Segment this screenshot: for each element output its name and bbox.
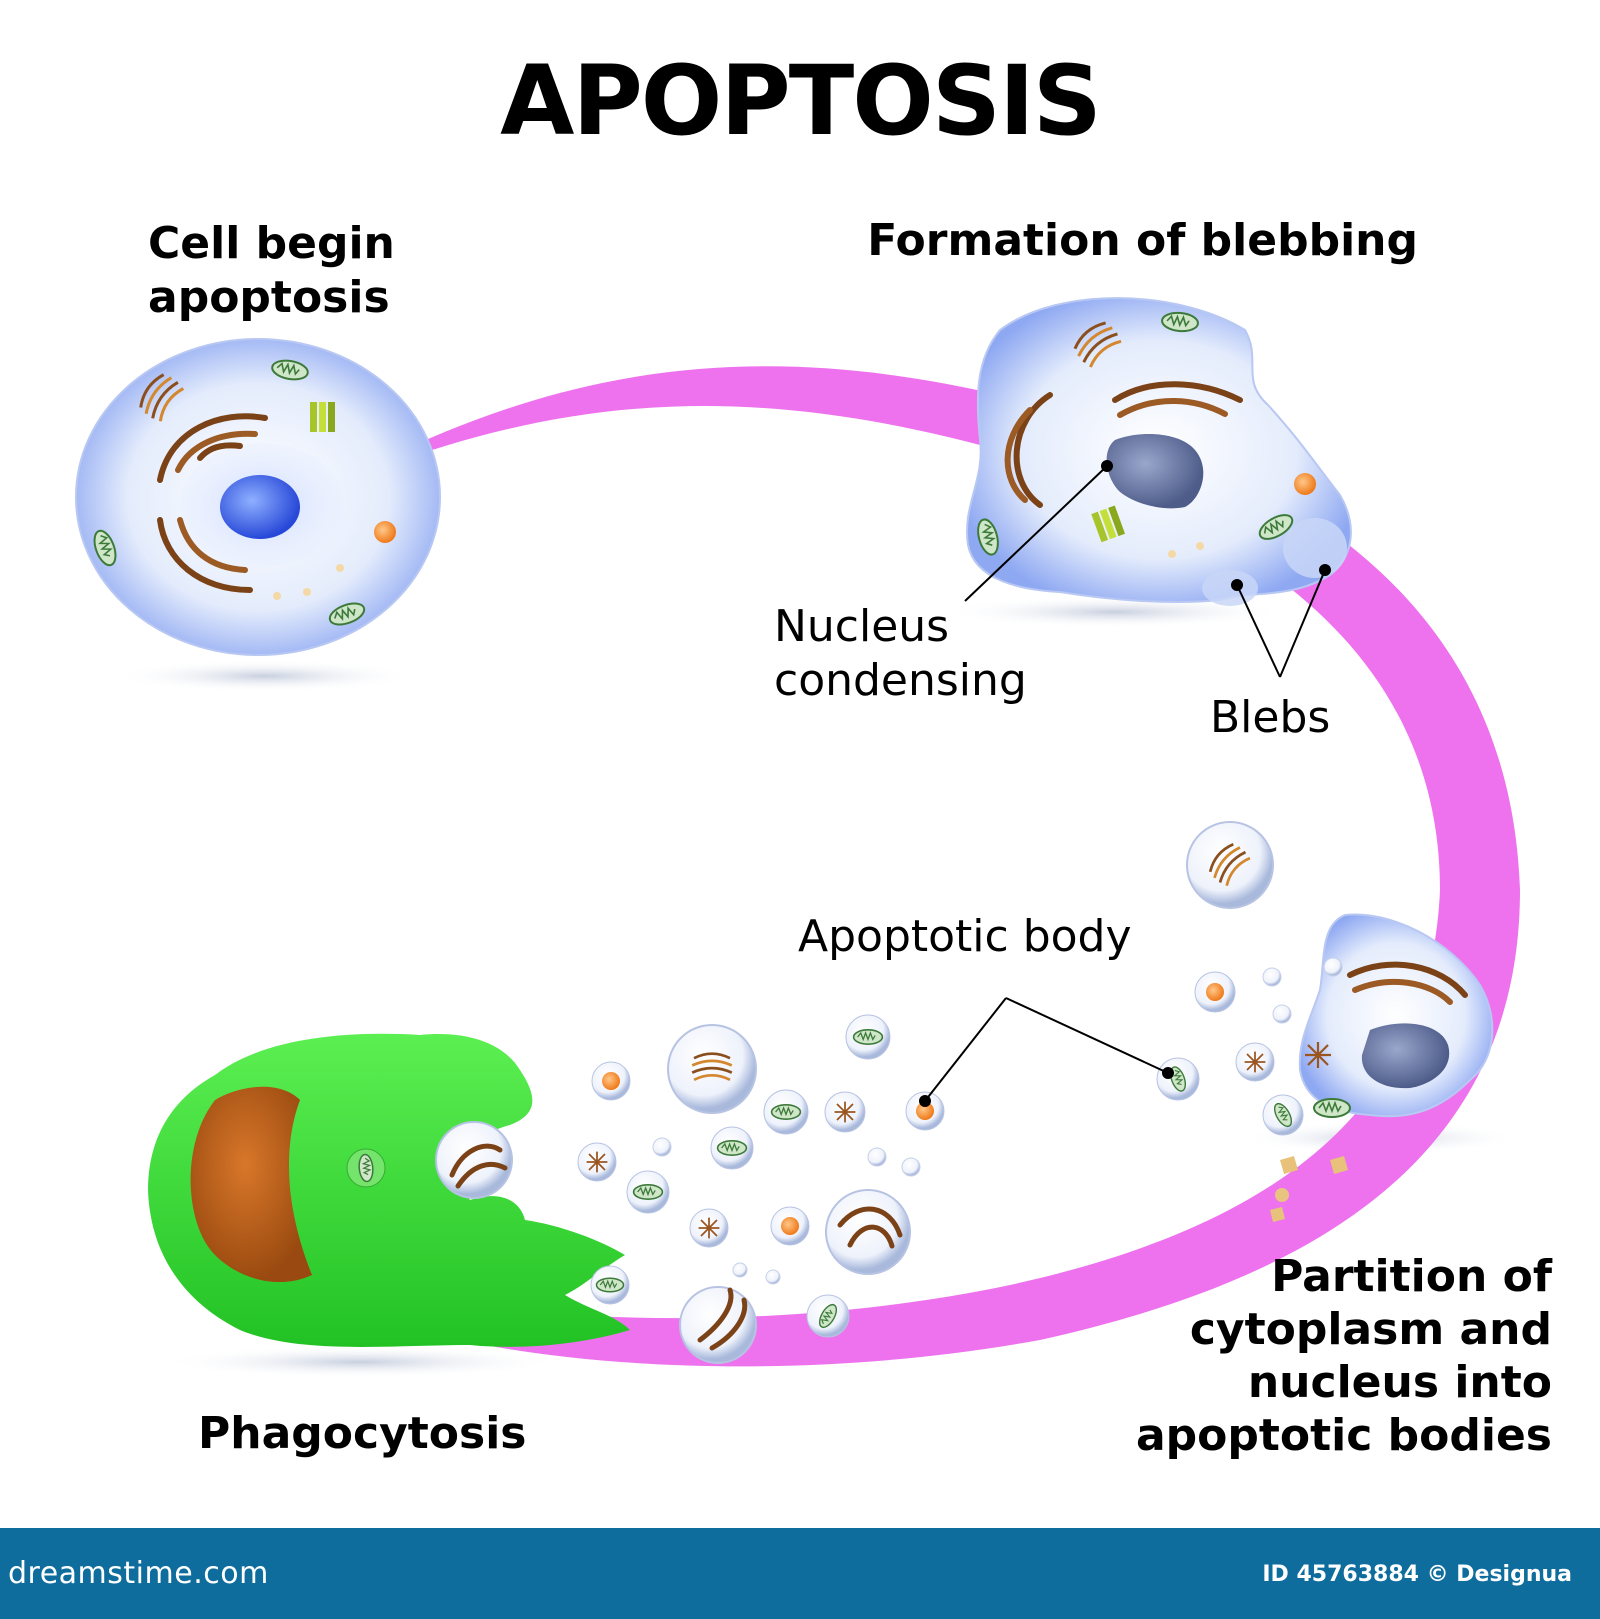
- label-nucleus-condensing: condensing: [774, 655, 1027, 706]
- phagocyte: [148, 1033, 630, 1347]
- apoptotic-body: [845, 1014, 891, 1060]
- stage-label-phagocytosis: Phagocytosis: [198, 1408, 526, 1459]
- footer-logo[interactable]: dreamstime.com: [8, 1556, 269, 1591]
- apoptotic-body: [710, 1126, 754, 1170]
- phagocyte-nucleus: [190, 1086, 312, 1283]
- apoptotic-bodies: [577, 821, 1348, 1364]
- apoptotic-body: [770, 1206, 810, 1246]
- apoptotic-body: [825, 1189, 911, 1275]
- footer-image-id: ID 45763884 © Designua: [1262, 1562, 1572, 1587]
- apoptotic-body: [591, 1061, 631, 1101]
- bleb: [1202, 570, 1258, 606]
- condensed-nucleus: [1106, 434, 1204, 509]
- apoptotic-body: [1262, 1094, 1304, 1136]
- bleb: [1283, 518, 1347, 578]
- label-apoptotic-body: Apoptotic body: [798, 911, 1132, 962]
- stage-label-partition: nucleus into: [1248, 1357, 1552, 1408]
- stage-label-begin: Cell begin: [148, 218, 395, 269]
- apoptotic-body: [626, 1170, 670, 1214]
- stage-label-partition: cytoplasm and: [1190, 1304, 1552, 1355]
- stage-label-partition: apoptotic bodies: [1136, 1410, 1552, 1461]
- apoptotic-body: [577, 1142, 617, 1182]
- engulfed-mitochondrion: [346, 1148, 386, 1188]
- apoptotic-body: [1235, 1042, 1275, 1082]
- apoptotic-body: [667, 1024, 757, 1114]
- healthy-cell: [75, 338, 441, 656]
- apoptotic-body: [1194, 971, 1236, 1013]
- nucleus: [220, 475, 300, 539]
- stage-label-begin: apoptosis: [148, 272, 390, 323]
- label-nucleus-condensing: Nucleus: [774, 601, 949, 652]
- endoplasmic-reticulum: [157, 413, 268, 593]
- apoptotic-body: [679, 1286, 757, 1364]
- engulfed-body: [435, 1121, 513, 1199]
- centriole: [310, 402, 335, 432]
- blebbing-cell: [966, 297, 1352, 606]
- apoptotic-body: [689, 1208, 729, 1248]
- fragmenting-cell: [1298, 913, 1494, 1118]
- apoptotic-body: [824, 1091, 866, 1133]
- apoptotic-body: [1186, 821, 1274, 909]
- pointer-lines: [919, 460, 1331, 1107]
- diagram-title: APOPTOSIS: [500, 45, 1100, 157]
- lysosome: [374, 521, 396, 543]
- label-blebs: Blebs: [1210, 692, 1330, 743]
- apoptotic-body: [1156, 1057, 1200, 1101]
- footer-bar: [0, 1528, 1600, 1619]
- stage-label-partition: Partition of: [1271, 1251, 1553, 1302]
- apoptotic-body: [905, 1091, 945, 1131]
- apoptotic-body: [763, 1089, 809, 1135]
- apoptotic-body: [806, 1294, 850, 1338]
- stage-label-blebbing: Formation of blebbing: [867, 215, 1418, 266]
